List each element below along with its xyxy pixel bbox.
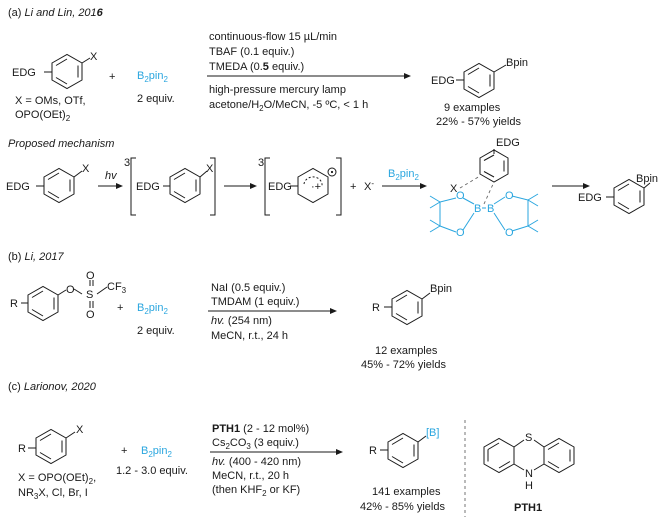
- mechanism-ring-1: [36, 167, 83, 204]
- mechanism-complex-edg: EDG: [496, 137, 520, 149]
- mechanism-triplet-2: 3: [258, 157, 264, 169]
- section-c-condition-1: PTH1 (2 - 12 mol%): [212, 423, 309, 435]
- mechanism-title: Proposed mechanism: [8, 138, 114, 150]
- pth1-sulfur: S: [525, 432, 532, 444]
- mechanism-boron-2: B: [487, 203, 494, 215]
- section-c-condition-5: (then KHF2 or KF): [212, 484, 300, 498]
- section-b-sulfur: S: [86, 289, 93, 301]
- section-c-substrate-ring: [28, 428, 76, 465]
- section-c-x-definition-2: NR3X, Cl, Br, I: [18, 487, 88, 501]
- section-c-b2pin2: B2pin2: [141, 445, 172, 459]
- mechanism: Proposed mechanism EDG X hv 3 EDG X: [6, 137, 658, 239]
- section-a-plus: +: [109, 71, 115, 83]
- mechanism-oxygen-3: O: [505, 190, 514, 202]
- section-c-r-label: R: [18, 443, 26, 455]
- pth1-hydrogen: H: [525, 480, 533, 492]
- section-a-b2pin2: B2pin2: [137, 70, 168, 84]
- mechanism-triplet-1: 3: [124, 157, 130, 169]
- mechanism-edg-1: EDG: [6, 181, 30, 193]
- section-b: (b) Li, 2017 O R S O O CF3 + B2pin2 2 eq…: [8, 251, 452, 371]
- section-c-x-definition-1: X = OPO(OEt)2,: [18, 472, 96, 486]
- mechanism-oxygen-2: O: [456, 227, 465, 239]
- section-b-condition-3: hv. (254 nm): [211, 315, 272, 327]
- section-b-condition-2: TMDAM (1 equiv.): [211, 296, 299, 308]
- mechanism-radical-ring: ·+: [290, 167, 337, 204]
- mechanism-b2pin2: B2pin2: [388, 168, 419, 182]
- section-a-yields: 22% - 57% yields: [436, 116, 521, 128]
- pth1-label: PTH1: [514, 502, 542, 514]
- section-b-product-bpin: Bpin: [430, 283, 452, 295]
- mechanism-product-ring: [606, 178, 651, 215]
- section-b-yields: 45% - 72% yields: [361, 359, 446, 371]
- section-b-oxygen-bottom: O: [86, 309, 95, 321]
- section-a-x-definition-2: OPO(OEt)2: [15, 109, 71, 123]
- section-a-reagent-equiv: 2 equiv.: [137, 93, 175, 105]
- section-c: (c) Larionov, 2020 R X X = OPO(OEt)2, NR…: [8, 381, 575, 517]
- mechanism-x-1: X: [82, 163, 90, 175]
- mechanism-product-bpin: Bpin: [636, 173, 658, 185]
- section-a-substrate-ring: [44, 53, 91, 90]
- section-a-condition-3: TMEDA (0.5 equiv.): [209, 61, 304, 73]
- section-c-x-label: X: [76, 424, 84, 436]
- mechanism-hv: hv: [105, 170, 118, 182]
- mechanism-edg-3: EDG: [268, 181, 292, 193]
- section-b-product-ring: [384, 289, 431, 326]
- section-a-condition-4: high-pressure mercury lamp: [209, 84, 346, 96]
- section-c-condition-4: MeCN, r.t., 20 h: [212, 470, 289, 482]
- section-a: (a) Li and Lin, 2016 EDG X X = OMs, OTf,…: [8, 7, 528, 128]
- pth1-structure: [483, 437, 575, 474]
- section-b-reagent-equiv: 2 equiv.: [137, 325, 175, 337]
- section-b-condition-1: NaI (0.5 equiv.): [211, 282, 285, 294]
- section-a-condition-1: continuous-flow 15 µL/min: [209, 31, 337, 43]
- section-a-condition-5: acetone/H2O/MeCN, -5 ºC, < 1 h: [209, 99, 368, 113]
- section-b-cf3: CF3: [107, 281, 127, 295]
- section-c-condition-2: Cs2CO3 (3 equiv.): [212, 437, 299, 451]
- section-a-examples: 9 examples: [444, 102, 501, 114]
- section-b-substrate: O: [21, 280, 108, 322]
- section-b-r-label: R: [10, 298, 18, 310]
- section-b-heading: (b) Li, 2017: [8, 251, 65, 263]
- section-b-condition-4: MeCN, r.t., 24 h: [211, 330, 288, 342]
- section-c-examples: 141 examples: [372, 486, 441, 498]
- mechanism-complex-x: X: [450, 183, 458, 195]
- section-a-condition-2: TBAF (0.1 equiv.): [209, 46, 294, 58]
- section-b-b2pin2: B2pin2: [137, 302, 168, 316]
- section-a-edg-label: EDG: [12, 67, 36, 79]
- mechanism-oxygen-1: O: [456, 190, 465, 202]
- mechanism-complex: EDG X B B O O O O: [429, 137, 539, 239]
- mechanism-boron-1: B: [474, 203, 481, 215]
- section-c-product-r: R: [369, 445, 377, 457]
- section-a-x-definition-1: X = OMs, OTf,: [15, 95, 86, 107]
- mechanism-ring-2: [163, 167, 208, 204]
- section-c-condition-3: hv. (400 - 420 nm): [212, 456, 301, 468]
- section-a-product-ring: [456, 62, 507, 99]
- mechanism-edg-2: EDG: [136, 181, 160, 193]
- section-a-heading: (a) Li and Lin, 2016: [8, 7, 104, 19]
- mechanism-x-minus: X-: [364, 179, 374, 193]
- section-c-plus: +: [121, 445, 127, 457]
- section-a-product-edg: EDG: [431, 75, 455, 87]
- mechanism-oxygen-4: O: [505, 227, 514, 239]
- section-c-product-ring: [380, 432, 427, 469]
- section-c-reagent-equiv: 1.2 - 3.0 equiv.: [116, 465, 188, 477]
- section-b-oxygen-top: O: [86, 270, 95, 282]
- section-b-examples: 12 examples: [375, 345, 438, 357]
- svg-text:·+: ·+: [311, 181, 321, 193]
- mechanism-plus: +: [350, 181, 356, 193]
- section-b-plus: +: [117, 302, 123, 314]
- mechanism-product-edg: EDG: [578, 192, 602, 204]
- mechanism-x-2: X: [206, 163, 214, 175]
- section-c-yields: 42% - 85% yields: [360, 501, 445, 513]
- svg-text:O: O: [66, 284, 75, 296]
- section-c-product-b: [B]: [426, 427, 439, 439]
- section-a-x-label: X: [90, 51, 98, 63]
- section-a-product-bpin: Bpin: [506, 57, 528, 69]
- section-b-product-r: R: [372, 302, 380, 314]
- section-c-heading: (c) Larionov, 2020: [8, 381, 97, 393]
- pth1-nitrogen: N: [525, 468, 533, 480]
